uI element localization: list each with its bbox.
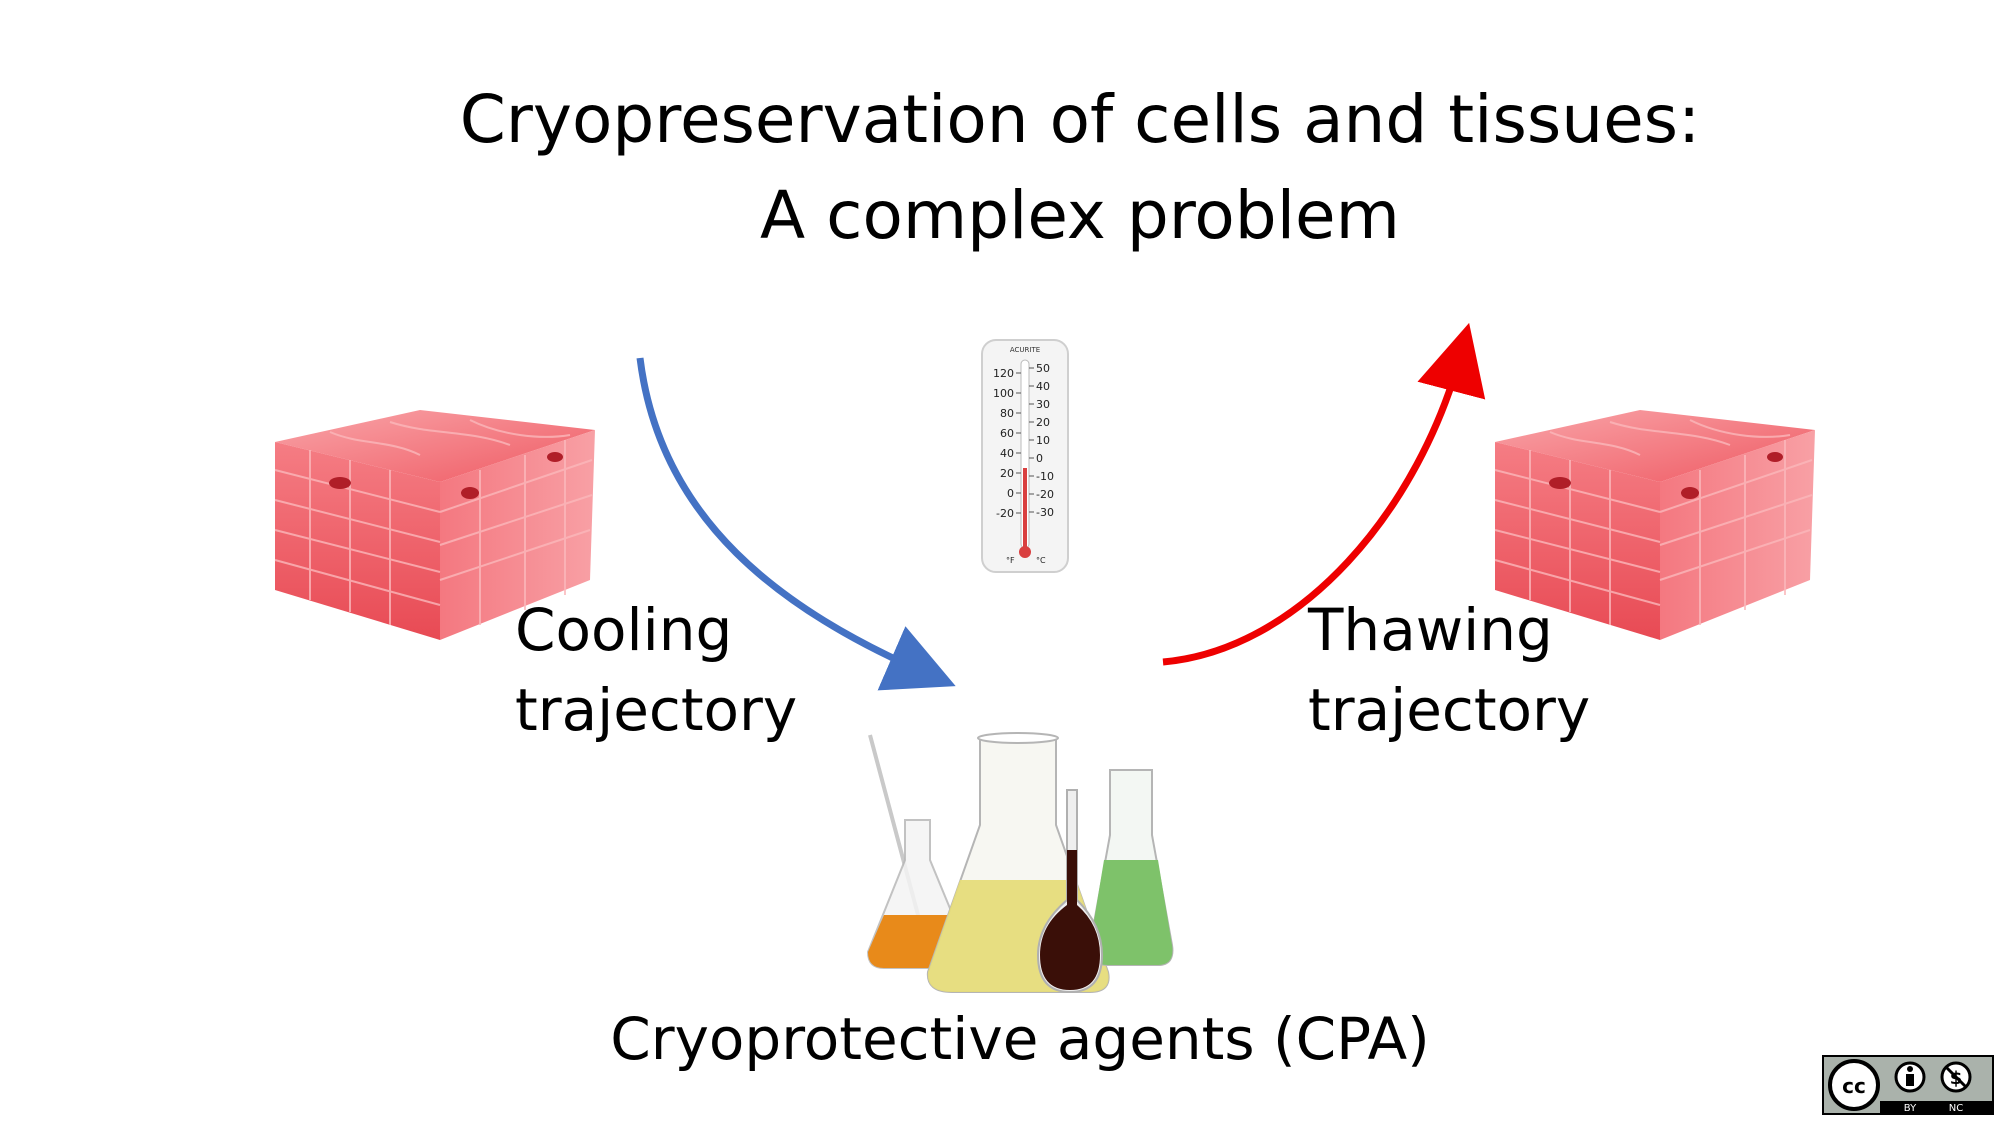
celsius-tick-label: -30 xyxy=(1036,506,1054,519)
title-line-2: A complex problem xyxy=(760,177,1400,254)
fahrenheit-tick-label: -20 xyxy=(996,507,1014,520)
thawing-line-2: trajectory xyxy=(1308,676,1591,744)
cryoprotective-agents-label: Cryoprotective agents (CPA) xyxy=(610,1005,1430,1073)
tissue-block-left xyxy=(274,410,595,640)
cooling-trajectory-label: Cooling trajectory xyxy=(515,590,797,750)
celsius-tick-label: -10 xyxy=(1036,470,1054,483)
tissue-block-right xyxy=(1494,410,1815,640)
thawing-trajectory-label: Thawing trajectory xyxy=(1308,590,1590,750)
celsius-unit: °C xyxy=(1036,556,1046,565)
license-by: BY xyxy=(1904,1103,1917,1114)
svg-text:cc: cc xyxy=(1842,1074,1866,1098)
thermometer-brand: ACURITE xyxy=(1010,346,1040,354)
license-nc: NC xyxy=(1949,1103,1963,1114)
celsius-tick-label: -20 xyxy=(1036,488,1054,501)
cooling-line-1: Cooling xyxy=(515,596,733,664)
celsius-tick-label: 0 xyxy=(1036,452,1043,465)
chemistry-flasks-image xyxy=(866,732,1174,994)
thermometer-ticks xyxy=(1016,367,1034,514)
cooling-line-2: trajectory xyxy=(515,676,798,744)
creative-commons-license-badge: cc $ BY NC xyxy=(1822,1055,1994,1115)
thawing-line-1: Thawing xyxy=(1308,596,1553,664)
fahrenheit-tick-label: 120 xyxy=(993,367,1014,380)
slide-title: Cryopreservation of cells and tissues: A… xyxy=(0,72,2000,264)
cc-icon xyxy=(1828,1059,1880,1111)
celsius-tick-label: 40 xyxy=(1036,380,1050,393)
cooling-arrow xyxy=(636,357,956,691)
fahrenheit-tick-label: 100 xyxy=(993,387,1014,400)
fahrenheit-tick-label: 40 xyxy=(1000,447,1014,460)
celsius-tick-label: 20 xyxy=(1036,416,1050,429)
fahrenheit-tick-label: 0 xyxy=(1007,487,1014,500)
celsius-tick-label: 50 xyxy=(1036,362,1050,375)
fahrenheit-unit: °F xyxy=(1006,556,1015,565)
title-line-1: Cryopreservation of cells and tissues: xyxy=(459,81,1701,158)
fahrenheit-tick-label: 80 xyxy=(1000,407,1014,420)
fahrenheit-tick-label: 20 xyxy=(1000,467,1014,480)
thawing-arrow xyxy=(1162,322,1486,666)
fahrenheit-tick-label: 60 xyxy=(1000,427,1014,440)
celsius-tick-label: 30 xyxy=(1036,398,1050,411)
celsius-tick-label: 10 xyxy=(1036,434,1050,447)
